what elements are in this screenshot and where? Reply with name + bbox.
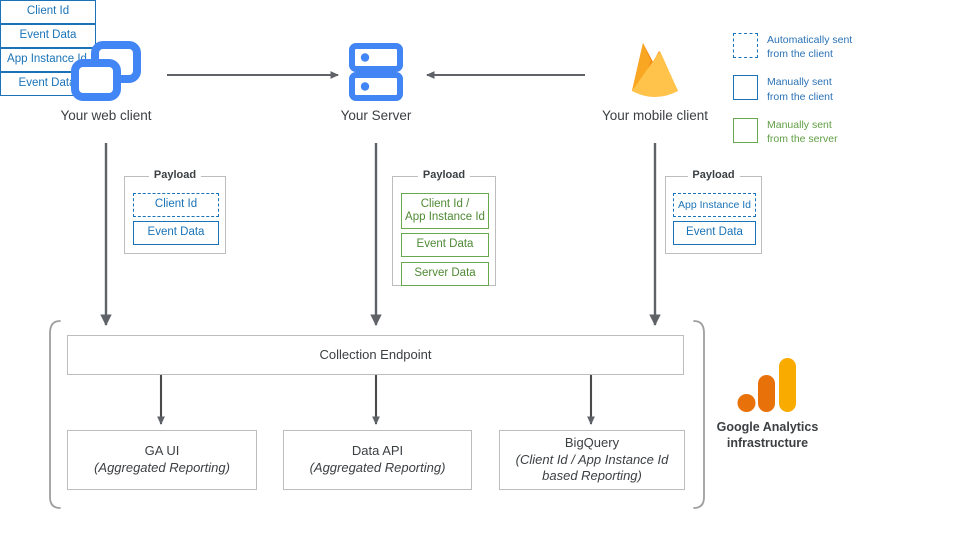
node-web-client: Your web client	[58, 36, 154, 123]
legend-label-automatic-client-line2: from the client	[767, 48, 833, 61]
payload-server-item-event-data-label: Event Data	[416, 238, 474, 251]
legend-label-manual-server-line2: from the server	[767, 132, 838, 145]
transfer-chip-client-id-label: Client Id	[26, 5, 70, 18]
collection-endpoint-label: Collection Endpoint	[319, 346, 432, 362]
payload-web-item-event-data: Event Data	[133, 221, 219, 245]
legend-item-manual-client: Manually sent from the client	[733, 75, 953, 103]
google-analytics-logo-svg	[737, 358, 796, 412]
collection-endpoint-box: Collection Endpoint	[67, 335, 684, 375]
legend-label-manual-server: Manually sent from the server	[767, 118, 838, 146]
payload-server-item-server-data: Server Data	[401, 262, 489, 286]
node-server: Your Server	[330, 36, 422, 123]
legend-label-manual-server-line1: Manually sent	[767, 118, 832, 131]
transfer-chip-client-id: Client Id	[0, 0, 96, 24]
google-analytics-logo-icon	[700, 355, 835, 413]
payload-mobile: Payload App Instance Id Event Data	[665, 169, 762, 254]
legend-swatch-solid-blue	[733, 75, 758, 101]
node-mobile-client: Your mobile client	[590, 36, 720, 123]
payload-mobile-title: Payload	[687, 169, 740, 181]
mobile-client-label: Your mobile client	[601, 108, 709, 123]
ga-infrastructure-caption-line2: infrastructure	[726, 436, 809, 451]
legend-label-automatic-client-line1: Automatically sent	[767, 34, 853, 46]
transfer-chip-event-data-mobile-label: Event Data	[18, 77, 76, 90]
payload-server-item-event-data: Event Data	[401, 233, 489, 257]
legend-label-automatic-client: Automatically sent from the client	[767, 33, 852, 61]
output-box-bigquery: BigQuery (Client Id / App Instance Id ba…	[499, 430, 685, 490]
output-box-data-api: Data API (Aggregated Reporting)	[283, 430, 472, 490]
legend-swatch-dashed-blue	[733, 33, 758, 58]
payload-mobile-item-event-data: Event Data	[673, 221, 756, 245]
payload-server: Payload Client Id / App Instance Id Even…	[392, 169, 496, 286]
payload-web: Payload Client Id Event Data	[124, 169, 226, 254]
output-box-ga-ui: GA UI (Aggregated Reporting)	[67, 430, 257, 490]
payload-web-item-client-id: Client Id	[133, 193, 219, 217]
web-windows-icon-svg	[71, 41, 141, 101]
output-bigquery-subtitle2: based Reporting)	[542, 468, 642, 484]
output-ga-ui-subtitle: (Aggregated Reporting)	[94, 460, 230, 475]
transfer-chip-app-instance-id-label: App Instance Id	[7, 53, 87, 66]
payload-mobile-item-app-instance-id: App Instance Id	[673, 193, 756, 217]
payload-mobile-item-app-instance-id-label: App Instance Id	[678, 198, 751, 211]
server-label: Your Server	[340, 108, 412, 123]
web-windows-icon	[58, 36, 154, 108]
firebase-flame-icon-svg	[632, 43, 678, 97]
server-rack-icon	[330, 36, 422, 108]
payload-server-item-ids: Client Id / App Instance Id	[401, 193, 489, 229]
output-data-api-title: Data API	[351, 443, 404, 459]
legend-item-automatic-client: Automatically sent from the client	[733, 33, 953, 61]
server-rack-icon-svg	[349, 43, 403, 101]
transfer-chip-event-data-web: Event Data	[0, 24, 96, 48]
legend-swatch-solid-green	[733, 117, 758, 143]
output-data-api-subtitle: (Aggregated Reporting)	[309, 460, 446, 475]
payload-web-title: Payload	[148, 169, 202, 181]
legend: Automatically sent from the client Manua…	[733, 33, 953, 146]
output-bigquery-title: BigQuery	[564, 434, 620, 450]
output-ga-ui-title: GA UI	[144, 443, 180, 459]
payload-server-item-ids-line1: Client Id /	[420, 197, 470, 210]
output-bigquery-subtitle: (Client Id / App Instance Id	[515, 451, 669, 467]
payload-server-item-server-data-label: Server Data	[414, 267, 476, 280]
payload-web-item-event-data-label: Event Data	[147, 226, 205, 239]
legend-label-manual-client-line2: from the client	[767, 90, 833, 103]
legend-label-manual-client: Manually sent from the client	[767, 75, 833, 103]
legend-item-manual-server: Manually sent from the server	[733, 117, 953, 146]
payload-mobile-item-event-data-label: Event Data	[686, 226, 743, 239]
payload-server-item-ids-line2: App Instance Id	[405, 211, 485, 223]
payload-server-title: Payload	[417, 169, 471, 181]
firebase-flame-icon	[590, 36, 720, 108]
web-client-label: Your web client	[60, 108, 152, 123]
ga-infrastructure: Google Analytics infrastructure	[700, 355, 835, 452]
infrastructure-bracket	[49, 320, 61, 509]
ga-infrastructure-caption-line1: Google Analytics	[716, 420, 819, 434]
payload-web-item-client-id-label: Client Id	[154, 198, 198, 211]
ga-infrastructure-caption: Google Analytics infrastructure	[700, 419, 835, 452]
infrastructure-bracket-right	[693, 320, 705, 509]
legend-label-manual-client-line1: Manually sent	[767, 76, 832, 89]
transfer-chip-event-data-web-label: Event Data	[19, 29, 77, 42]
